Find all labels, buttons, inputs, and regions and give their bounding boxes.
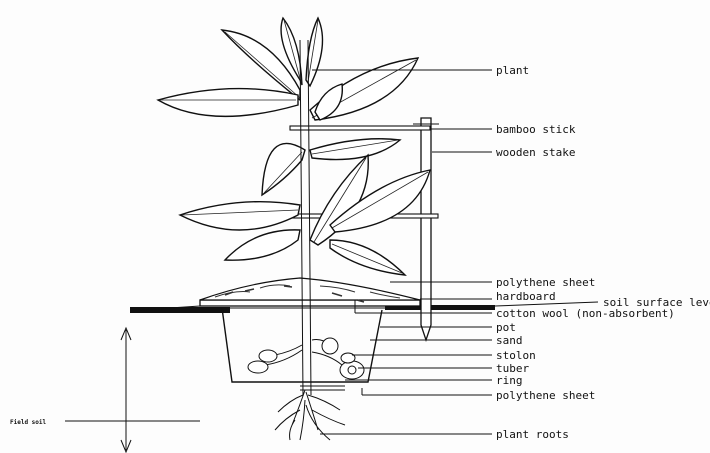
label-hardboard: hardboard	[496, 290, 556, 303]
plant-leaves	[158, 18, 430, 275]
label-stolon: stolon	[496, 349, 536, 362]
label-field-soil: Field soil	[10, 419, 47, 426]
label-plant-roots: plant roots	[496, 428, 569, 441]
label-polythene-sheet-top: polythene sheet	[496, 276, 595, 289]
label-wooden-stake: wooden stake	[496, 146, 575, 159]
plant-roots	[275, 390, 345, 440]
stolons-tubers	[248, 338, 364, 379]
label-pot: pot	[496, 321, 516, 334]
label-bamboo-stick: bamboo stick	[496, 123, 576, 136]
label-cotton-wool: cotton wool (non-absorbent)	[496, 307, 675, 320]
pot	[222, 308, 385, 390]
label-plant: plant	[496, 64, 529, 77]
label-sand: sand	[496, 334, 523, 347]
label-ring: ring	[496, 374, 523, 387]
depth-arrow	[65, 328, 200, 452]
label-polythene-sheet-bottom: polythene sheet	[496, 389, 595, 402]
